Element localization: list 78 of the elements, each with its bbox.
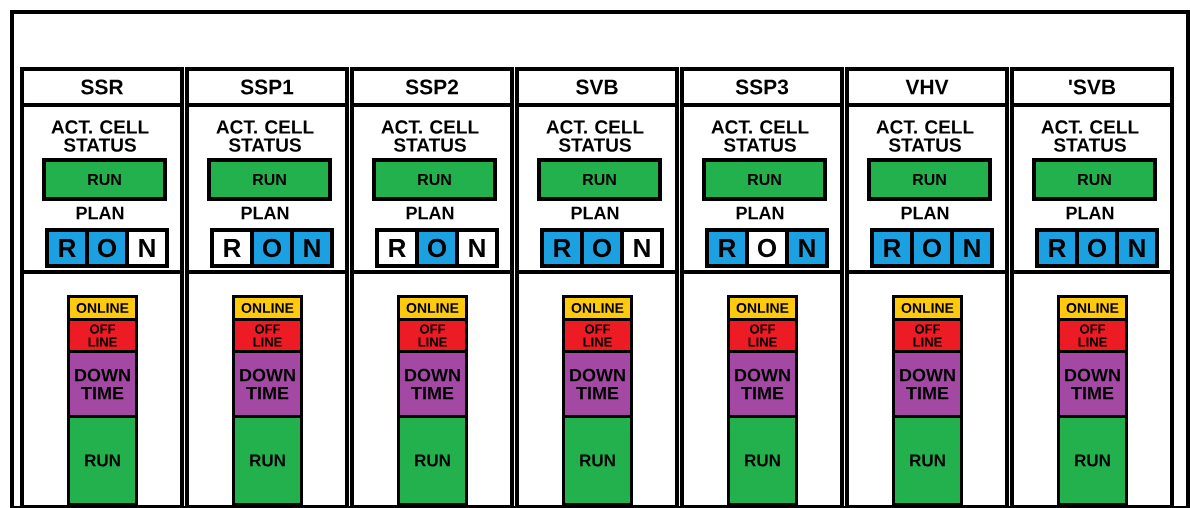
state-bar-segment: ONLINE: [397, 295, 468, 321]
plan-cell: O: [745, 228, 789, 268]
panel-heading: ACT. CELL STATUS: [1041, 120, 1139, 152]
plan-cell: O: [250, 228, 294, 268]
state-bar-segment: RUN: [232, 415, 303, 506]
state-bar-segment: OFF LINE: [727, 318, 798, 353]
state-bar-segment: DOWN TIME: [892, 350, 963, 418]
state-bar-segment: OFF LINE: [562, 318, 633, 353]
state-bar-segment: ONLINE: [727, 295, 798, 321]
plan-label: PLAN: [406, 206, 454, 220]
panel-heading: ACT. CELL STATUS: [51, 120, 149, 152]
panel-heading: ACT. CELL STATUS: [216, 120, 314, 152]
status-indicator: RUN: [372, 158, 497, 201]
state-bar-segment: OFF LINE: [1057, 318, 1128, 353]
plan-label: PLAN: [1066, 206, 1114, 220]
plan-cell: R: [540, 228, 584, 268]
plan-cell: N: [290, 228, 334, 268]
plan-cell: R: [45, 228, 89, 268]
state-bar-segment: RUN: [397, 415, 468, 506]
plan-cell: N: [785, 228, 829, 268]
plan-cell: O: [1075, 228, 1119, 268]
panel-heading: ACT. CELL STATUS: [876, 120, 974, 152]
plan-cell: O: [415, 228, 459, 268]
plan-label: PLAN: [571, 206, 619, 220]
column-header: VHV: [845, 67, 1009, 107]
plan-cell: R: [210, 228, 254, 268]
plan-cell: R: [1035, 228, 1079, 268]
column-header: SVB: [515, 67, 679, 107]
plan-cell: R: [375, 228, 419, 268]
status-indicator: RUN: [867, 158, 992, 201]
plan-cell: N: [950, 228, 994, 268]
plan-cell: N: [455, 228, 499, 268]
state-bar-segment: RUN: [67, 415, 138, 506]
plan-label: PLAN: [736, 206, 784, 220]
state-bar-segment: DOWN TIME: [727, 350, 798, 418]
plan-cell: N: [1115, 228, 1159, 268]
state-bar-segment: OFF LINE: [397, 318, 468, 353]
state-bar-segment: DOWN TIME: [67, 350, 138, 418]
status-indicator: RUN: [702, 158, 827, 201]
panel-heading: ACT. CELL STATUS: [546, 120, 644, 152]
state-bar-segment: OFF LINE: [892, 318, 963, 353]
plan-label: PLAN: [901, 206, 949, 220]
panel-heading: ACT. CELL STATUS: [711, 120, 809, 152]
panel-heading: ACT. CELL STATUS: [381, 120, 479, 152]
state-bar-segment: ONLINE: [67, 295, 138, 321]
plan-cell: N: [125, 228, 169, 268]
frame: [10, 10, 1190, 508]
state-bar-segment: RUN: [892, 415, 963, 506]
plan-label: PLAN: [241, 206, 289, 220]
state-bar-segment: RUN: [562, 415, 633, 506]
plan-cell: O: [85, 228, 129, 268]
column-header: 'SVB: [1010, 67, 1174, 107]
plan-cell: R: [705, 228, 749, 268]
state-bar-segment: ONLINE: [232, 295, 303, 321]
column-header: SSR: [20, 67, 184, 107]
state-bar-segment: ONLINE: [562, 295, 633, 321]
state-bar-segment: RUN: [1057, 415, 1128, 506]
column-header: SSP1: [185, 67, 349, 107]
state-bar-segment: ONLINE: [892, 295, 963, 321]
status-indicator: RUN: [1032, 158, 1157, 201]
status-indicator: RUN: [537, 158, 662, 201]
state-bar-segment: DOWN TIME: [1057, 350, 1128, 418]
status-indicator: RUN: [207, 158, 332, 201]
state-bar-segment: DOWN TIME: [397, 350, 468, 418]
state-bar-segment: DOWN TIME: [232, 350, 303, 418]
state-bar-segment: OFF LINE: [232, 318, 303, 353]
column-header: SSP3: [680, 67, 844, 107]
plan-cell: N: [620, 228, 664, 268]
state-bar-segment: RUN: [727, 415, 798, 506]
status-indicator: RUN: [42, 158, 167, 201]
state-bar-segment: ONLINE: [1057, 295, 1128, 321]
plan-cell: O: [580, 228, 624, 268]
state-bar-segment: OFF LINE: [67, 318, 138, 353]
plan-cell: R: [870, 228, 914, 268]
plan-cell: O: [910, 228, 954, 268]
plan-label: PLAN: [76, 206, 124, 220]
state-bar-segment: DOWN TIME: [562, 350, 633, 418]
column-header: SSP2: [350, 67, 514, 107]
